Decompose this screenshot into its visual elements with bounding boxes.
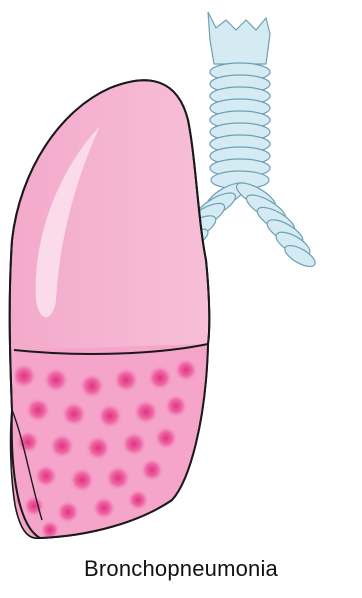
diagram-caption: Bronchopneumonia [0,556,362,582]
trachea-illustration [208,12,270,189]
lung-illustration [0,80,220,550]
